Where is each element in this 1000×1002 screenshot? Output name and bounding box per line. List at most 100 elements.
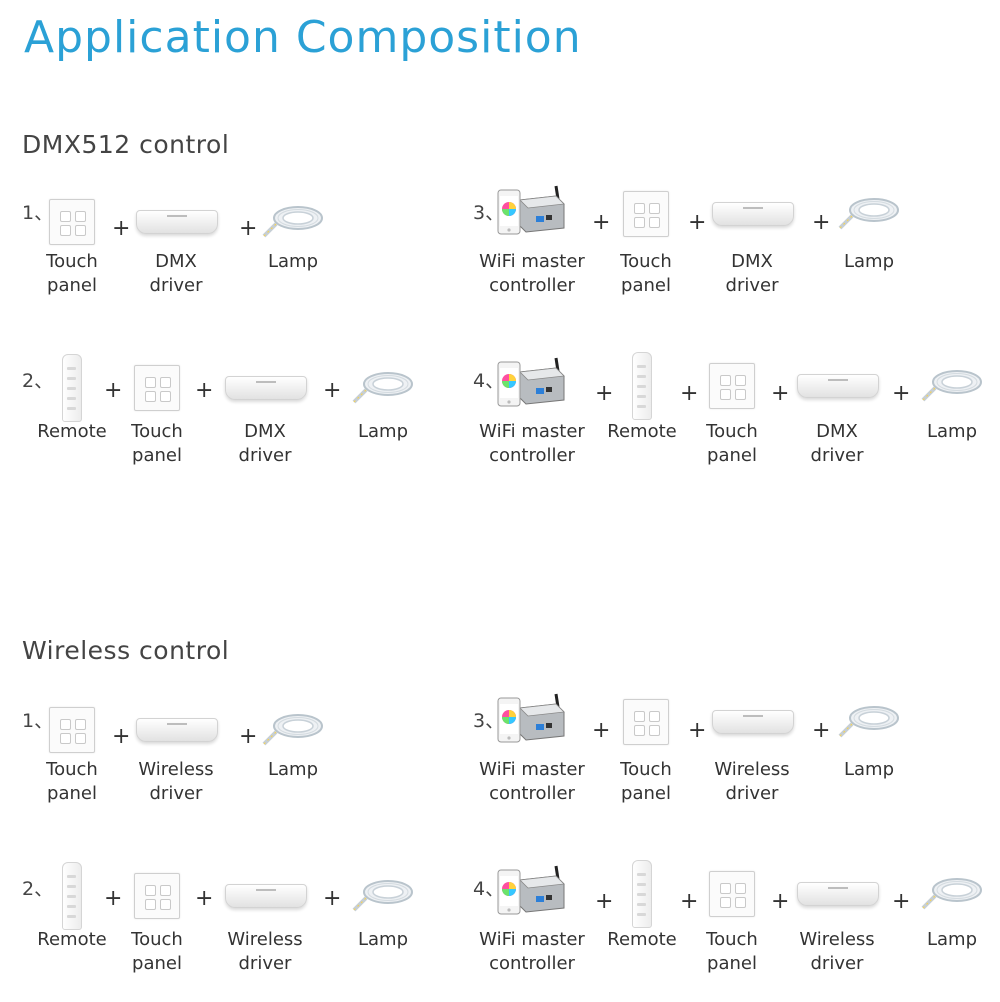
- remote-button-icon: [67, 885, 76, 888]
- plus-sign: +: [812, 210, 831, 235]
- remote-button-icon: [67, 367, 76, 370]
- remote-button-icon: [637, 913, 646, 916]
- remote-button-icon: [67, 397, 76, 400]
- remote-button-icon: [67, 875, 76, 878]
- remote-button-icon: [637, 385, 646, 388]
- plus-sign: +: [892, 889, 911, 914]
- touch-button-icon: [649, 217, 660, 228]
- touch-button-icon: [735, 897, 746, 908]
- plus-sign: +: [195, 378, 214, 403]
- remote-button-icon: [637, 893, 646, 896]
- plus-sign: +: [104, 378, 123, 403]
- led-strip-icon: [352, 876, 414, 916]
- touch-panel-icon: [134, 873, 180, 919]
- touch-button-icon: [60, 733, 71, 744]
- touch-button-icon: [634, 217, 645, 228]
- remote-label: Remote: [607, 929, 677, 950]
- touch-button-icon: [720, 375, 731, 386]
- remote-button-icon: [637, 883, 646, 886]
- plus-sign: +: [680, 381, 699, 406]
- touch-button-icon: [145, 899, 156, 910]
- plus-sign: +: [239, 724, 258, 749]
- section-title: DMX512 control: [22, 130, 230, 159]
- plus-sign: +: [688, 718, 707, 743]
- touch-button-icon: [145, 377, 156, 388]
- touch-button-icon: [634, 711, 645, 722]
- plus-sign: +: [323, 886, 342, 911]
- lamp-label: Lamp: [267, 251, 319, 272]
- remote-button-icon: [67, 407, 76, 410]
- touch-button-icon: [735, 389, 746, 400]
- led-strip-icon: [352, 368, 414, 408]
- touch-button-icon: [60, 719, 71, 730]
- driver-icon: [797, 374, 879, 398]
- touch-panel-icon: [49, 199, 95, 245]
- touch-button-icon: [75, 225, 86, 236]
- touch-button-icon: [649, 203, 660, 214]
- remote-button-icon: [67, 915, 76, 918]
- remote-button-icon: [637, 395, 646, 398]
- led-strip-icon: [921, 366, 983, 406]
- wifi-master-controller-icon: [496, 354, 568, 412]
- remote-icon: [632, 352, 652, 420]
- remote-label: Remote: [37, 421, 107, 442]
- step-number: 2、: [22, 370, 54, 392]
- plus-sign: +: [680, 889, 699, 914]
- step-number: 4、: [473, 370, 505, 392]
- touch-panel-icon: [709, 871, 755, 917]
- wifi-master-controller-icon: [496, 862, 568, 920]
- plus-sign: +: [812, 718, 831, 743]
- touch-button-icon: [75, 211, 86, 222]
- remote-button-icon: [67, 905, 76, 908]
- touch-button-icon: [649, 725, 660, 736]
- remote-button-icon: [67, 377, 76, 380]
- touch-button-icon: [145, 885, 156, 896]
- wifi-master-controller-icon: [496, 182, 568, 240]
- plus-sign: +: [771, 381, 790, 406]
- plus-sign: +: [112, 216, 131, 241]
- remote-icon: [62, 354, 82, 422]
- lamp-label: Lamp: [926, 421, 978, 442]
- plus-sign: +: [195, 886, 214, 911]
- lamp-label: Lamp: [357, 421, 409, 442]
- remote-button-icon: [637, 873, 646, 876]
- plus-sign: +: [112, 724, 131, 749]
- driver-icon: [712, 710, 794, 734]
- touch-button-icon: [735, 375, 746, 386]
- step-number: 1、: [22, 710, 54, 732]
- led-strip-icon: [262, 710, 324, 750]
- lamp-label: Lamp: [926, 929, 978, 950]
- remote-button-icon: [637, 903, 646, 906]
- led-strip-icon: [921, 874, 983, 914]
- remote-button-icon: [637, 375, 646, 378]
- wifi-master-controller-icon: [496, 690, 568, 748]
- touch-panel-icon: [49, 707, 95, 753]
- remote-button-icon: [67, 895, 76, 898]
- touch-button-icon: [735, 883, 746, 894]
- section-title: Wireless control: [22, 636, 230, 665]
- remote-label: Remote: [607, 421, 677, 442]
- led-strip-icon: [838, 194, 900, 234]
- lamp-label: Lamp: [357, 929, 409, 950]
- page-title: Application Composition: [24, 12, 582, 63]
- remote-icon: [632, 860, 652, 928]
- plus-sign: +: [771, 889, 790, 914]
- touch-panel-icon: [623, 699, 669, 745]
- plus-sign: +: [592, 210, 611, 235]
- plus-sign: +: [592, 718, 611, 743]
- lamp-label: Lamp: [843, 759, 895, 780]
- step-number: 2、: [22, 878, 54, 900]
